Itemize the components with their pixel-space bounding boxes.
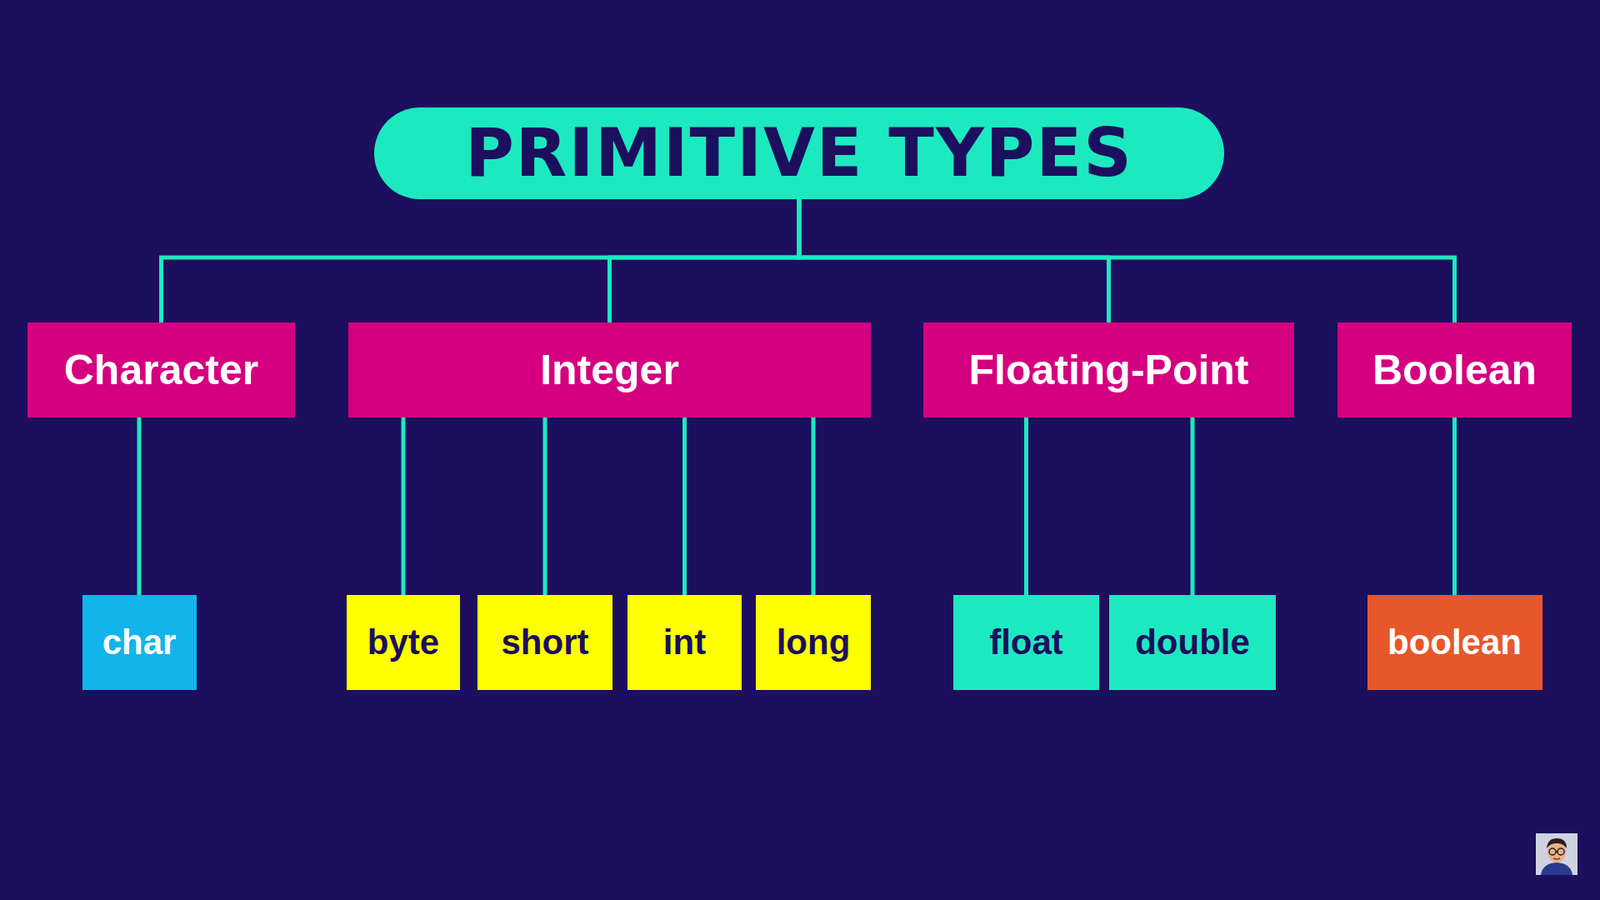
node-label: Character [64, 347, 259, 394]
node-label: short [501, 623, 590, 662]
tree-connector [1452, 417, 1457, 595]
tree-connector [1190, 417, 1195, 595]
avatar-icon [1535, 833, 1578, 875]
tree-connector [799, 199, 1455, 323]
type-box: long [755, 595, 871, 690]
node-label: long [776, 623, 851, 662]
tree-connector [543, 417, 548, 595]
node-label: int [663, 623, 706, 662]
root-pill: PRIMITIVE TYPES [374, 107, 1225, 200]
node-label: PRIMITIVE TYPES [465, 116, 1134, 190]
type-box: int [627, 595, 742, 690]
type-box: char [82, 595, 197, 690]
node-label: Floating-Point [968, 347, 1249, 394]
node-label: Boolean [1372, 347, 1537, 394]
tree-connector [811, 417, 816, 595]
node-label: double [1135, 623, 1250, 662]
node-label: boolean [1387, 623, 1522, 662]
type-box: byte [346, 595, 460, 690]
tree-connector [137, 417, 142, 595]
tree-connector [161, 199, 800, 323]
type-box: float [953, 595, 1100, 690]
node-label: Integer [540, 347, 680, 394]
tree-connector [610, 199, 800, 323]
node-label: float [989, 623, 1064, 662]
type-box: boolean [1367, 595, 1543, 690]
category-box: Integer [348, 322, 871, 418]
node-label: char [102, 623, 177, 662]
category-box: Boolean [1337, 322, 1572, 418]
tree-connector [799, 199, 1110, 323]
type-box: short [477, 595, 613, 690]
category-box: Character [27, 322, 295, 418]
category-box: Floating-Point [923, 322, 1295, 418]
tree-connector [1024, 417, 1029, 595]
tree-connector [682, 417, 687, 595]
tree-connector [401, 417, 406, 595]
node-label: byte [367, 623, 440, 662]
type-box: double [1109, 595, 1276, 690]
